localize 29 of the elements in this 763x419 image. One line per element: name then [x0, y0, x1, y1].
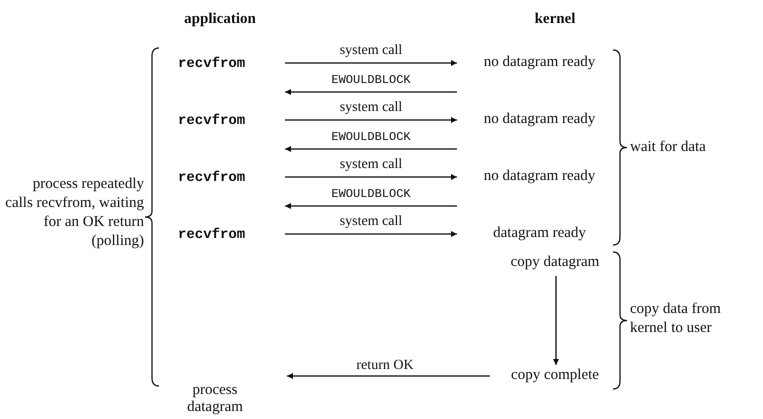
arrow [285, 60, 457, 66]
edge-label: system call [338, 100, 404, 116]
arrow [285, 89, 457, 95]
step-label: copy datagram [510, 254, 600, 271]
edge-label: system call [338, 157, 404, 173]
brace-note: wait for data [630, 138, 707, 157]
brace-note: process repeatedly calls recvfrom, waiting for an OK return (polling) [4, 175, 144, 251]
column-heading: application [183, 10, 257, 29]
brace-note: copy data from kernel to user [630, 300, 722, 338]
step-label: copy complete [510, 367, 600, 384]
function-call-label: recvfrom [178, 55, 246, 74]
arrow [287, 373, 490, 379]
step-label: no datagram ready [482, 168, 596, 185]
arrow [285, 146, 457, 152]
arrow [285, 117, 457, 123]
function-call-label: recvfrom [178, 226, 246, 245]
column-heading: kernel [534, 10, 576, 29]
function-call-label: recvfrom [178, 169, 246, 188]
edge-label: system call [338, 43, 404, 59]
function-call-label: recvfrom [178, 112, 246, 131]
step-label: datagram ready [492, 225, 587, 242]
edge-label: system call [338, 214, 404, 230]
step-label: no datagram ready [482, 54, 596, 71]
arrow [285, 231, 457, 237]
arrow [285, 174, 457, 180]
step-label: process datagram [186, 382, 244, 416]
arrow [285, 203, 457, 209]
arrow [553, 276, 559, 365]
step-label: no datagram ready [482, 111, 596, 128]
